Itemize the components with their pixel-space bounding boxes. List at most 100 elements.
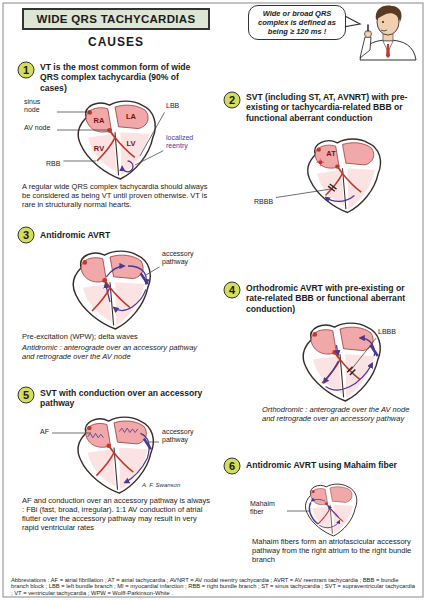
panel-heading: SVT with conduction over an accessory pa… [40, 388, 205, 409]
panel-heading: VT is the most common form of wide QRS c… [40, 62, 200, 93]
part-label: RBBB [254, 198, 273, 206]
node-text: 1 [19, 63, 34, 78]
drawing-part [336, 345, 338, 355]
part-label: RBB [46, 160, 60, 168]
drawing-part [73, 251, 150, 329]
chamber-label: AT [326, 149, 335, 158]
drawing-part [326, 196, 355, 202]
heart-vt [78, 101, 155, 179]
callout-number: 5 [18, 387, 35, 404]
drawing-part [328, 506, 338, 517]
drawing-part [119, 428, 137, 432]
drawing-part [386, 44, 390, 58]
subtitle: CAUSES [88, 35, 144, 49]
part-label: LBB [166, 102, 179, 110]
leader-lines [52, 112, 376, 511]
drawing-part [128, 266, 146, 284]
callout-number: 3 [18, 227, 35, 244]
drawing-part [308, 139, 381, 213]
leader-line [52, 433, 91, 434]
drawing-part [106, 266, 124, 277]
drawing-part [318, 160, 322, 164]
drawing-part [319, 520, 339, 527]
drawing-part [78, 101, 155, 179]
drawing-part [311, 499, 325, 501]
part-label: accessory pathway [162, 428, 206, 443]
drawing-part [106, 283, 111, 302]
node-text: 4 [225, 283, 240, 298]
drawing-part [360, 338, 375, 356]
leader-line [276, 189, 331, 198]
drawing-part [305, 484, 356, 536]
drawing-part [309, 502, 318, 524]
callout-number: 6 [224, 458, 241, 475]
definition-text: Antidromic : anterograde over an accesso… [22, 344, 210, 362]
drawing-part [114, 289, 146, 310]
doctor-figure [360, 6, 416, 60]
node-text: Wide or broad QRS complex is defined as … [254, 9, 340, 36]
body-text: Mahaim fibers form an atriofascicular ac… [252, 538, 414, 565]
drawing-part [328, 184, 337, 191]
heart-svt-rbbb [308, 139, 381, 213]
part-label: sinus node [24, 98, 54, 113]
leader-line [146, 267, 159, 275]
leader-line [140, 112, 165, 156]
part-label: accessory pathway [162, 250, 206, 265]
leader-line [287, 511, 310, 512]
part-label: AF [40, 428, 49, 436]
drawing-part [381, 30, 387, 31]
chamber-label: RA [94, 116, 105, 125]
body-text: A regular wide QRS complex tachycardia s… [22, 183, 210, 210]
heart-af-wpw [78, 417, 153, 493]
callout-number: 1 [18, 62, 35, 79]
drawing-part [326, 363, 373, 390]
part-label: Mahaim fiber [250, 500, 284, 515]
drawing-part [382, 21, 384, 23]
heart-orthodromic [303, 323, 380, 401]
drawing-part [367, 25, 369, 31]
heart-mahaim [305, 484, 356, 536]
chamber-label: RV [94, 144, 104, 153]
node-text: 2 [225, 93, 240, 108]
node-text: 6 [225, 459, 240, 474]
leader-line [135, 151, 163, 165]
drawing-part [317, 159, 325, 167]
speech-bubble: Wide or broad QRS complex is defined as … [248, 5, 346, 40]
callout-number: 4 [224, 282, 241, 299]
page-frame [3, 3, 423, 597]
heart-antidromic [73, 251, 150, 329]
drawing-part [125, 433, 150, 482]
abbreviation-note: Abbreviations : AF = atrial fibrillation… [11, 577, 415, 596]
definition-text: Orthodromic : anterograde over the AV no… [262, 406, 414, 424]
drawing-part [324, 361, 338, 383]
drawing-part [376, 6, 402, 22]
part-label: LBBB [378, 328, 396, 336]
leader-line [351, 338, 376, 370]
drawing-part [122, 161, 133, 172]
drawing-part [347, 367, 355, 375]
leader-line [63, 161, 96, 162]
drawing-part [360, 37, 371, 58]
leader-line [57, 112, 90, 113]
panel-heading: Antidromic AVRT using Mahaim fiber [246, 460, 414, 470]
node-text: 3 [19, 228, 34, 243]
node-text: 5 [19, 388, 34, 403]
drawing-part [88, 433, 104, 437]
panel-heading: Antidromic AVRT [40, 230, 200, 240]
leader-line [149, 442, 159, 443]
part-label: localized reentry [166, 134, 206, 149]
chamber-label: LV [126, 139, 135, 148]
signature: A. F. Swanson [142, 482, 180, 488]
title-banner: WIDE QRS TACHYCARDIAS [22, 8, 210, 30]
chamber-label: LA [126, 112, 136, 121]
body-text: Pre-excitation (WPW); delta waves [22, 333, 210, 342]
panel-heading: Orthodromic AVRT with pre-existing or ra… [246, 283, 414, 314]
drawing-part [303, 323, 380, 401]
callout-number: 2 [224, 92, 241, 109]
panel-heading: SVT (including ST, AT, AVNRT) with pre-e… [246, 92, 414, 123]
leader-line [57, 130, 109, 131]
part-label: AV node [24, 124, 54, 132]
drawing-part [78, 417, 153, 493]
body-text: AF and conduction over an accessory path… [22, 497, 210, 532]
